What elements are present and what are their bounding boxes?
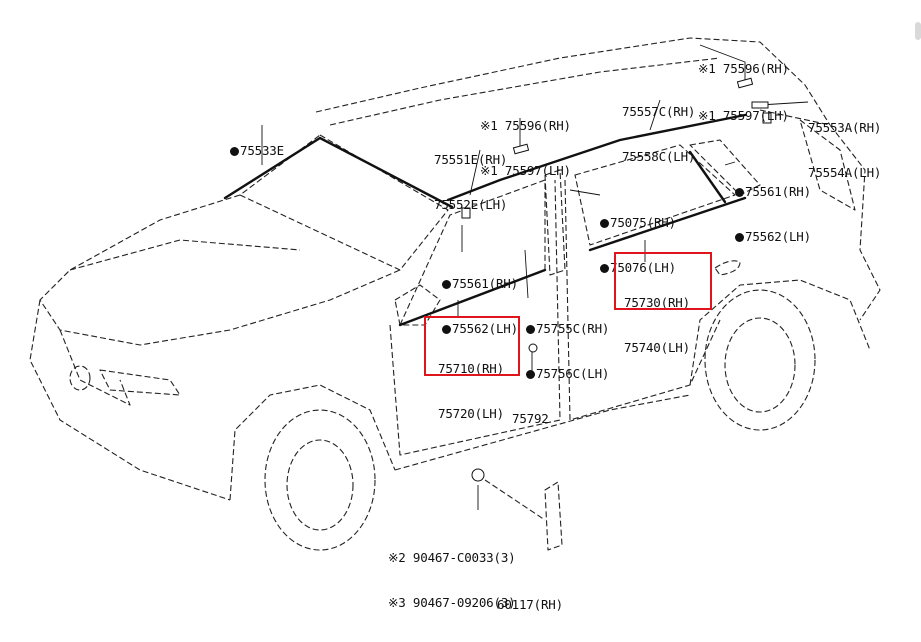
bullet-dot [230, 147, 239, 156]
belt-moulding-rear [588, 196, 747, 252]
roof-moulding-strip [446, 113, 747, 202]
grille [59, 329, 131, 406]
tail-lamp [799, 119, 856, 211]
hood [39, 194, 401, 346]
rear-hub [724, 317, 796, 413]
rear-wheel-arch [689, 279, 871, 386]
clip-75596-mid [512, 143, 530, 155]
clip-75596-top [736, 77, 754, 89]
clip-75553 [751, 101, 769, 109]
front-bumper [29, 299, 231, 501]
hood-crease [69, 239, 301, 271]
bullet-dot [600, 264, 609, 273]
clip-75792 [528, 343, 538, 353]
front-wheel-arch [229, 384, 396, 501]
callout-75596-75597-top: ※1 75596(RH) ※1 75597(LH) [698, 61, 789, 123]
callout-75533: 75533E [230, 113, 284, 188]
belt-moulding-front [398, 268, 547, 327]
callout-75710-75720: 75710(RH) 75720(LH) [438, 361, 504, 421]
windshield-moulding-strip [223, 136, 454, 209]
headlight [99, 369, 181, 396]
highlight-box-75710 [424, 316, 520, 376]
callout-75792: 75792 [512, 411, 549, 426]
door-handle [714, 260, 741, 276]
front-door [389, 179, 561, 456]
sill [394, 394, 691, 471]
screw-90467 [471, 468, 485, 482]
roof-outline [315, 37, 831, 126]
leader-75551 [469, 149, 481, 196]
leader-75075 [569, 189, 601, 196]
callout-75561-75562-front: 75561(RH) 75562(LH) [442, 246, 518, 366]
windshield [239, 134, 449, 271]
front-wheel [264, 409, 376, 551]
clip-75561-front [461, 207, 471, 219]
bullet-dot [600, 219, 609, 228]
callout-75551-75552: 75551E(RH) 75552E(LH) [434, 152, 508, 212]
car-line-drawing [29, 37, 881, 551]
callout-75557-75558: 75557C(RH) 75558C(LH) [622, 104, 696, 164]
bullet-dot [442, 280, 451, 289]
quarter-window [689, 139, 761, 196]
parts-diagram: ※1 75596(RH) ※1 75597(LH) 75557C(RH) 755… [29, 22, 921, 612]
highlight-box-75730 [614, 252, 712, 310]
leader-75596-top [699, 44, 746, 82]
rear-quarter [759, 109, 881, 321]
rear-belt-strip [688, 150, 727, 204]
bullet-dot [735, 233, 744, 242]
callout-75730-75740: 75730(RH) 75740(LH) [624, 295, 690, 355]
bullet-dot [526, 325, 535, 334]
clip-75561-rear [762, 112, 772, 124]
front-hub [286, 439, 354, 531]
bullet-dot [442, 325, 451, 334]
roof-inner [329, 57, 721, 126]
fog-lamp [69, 365, 91, 391]
rear-wheel [704, 289, 816, 431]
scrollbar-thumb[interactable] [915, 22, 921, 40]
fender-plate [544, 481, 563, 551]
leader-75755 [524, 249, 529, 299]
leader-75557 [649, 99, 661, 131]
plate-guide [484, 479, 546, 521]
bullet-dot [735, 188, 744, 197]
callout-75553-75554: 75553A(RH) 75554A(LH) [808, 120, 882, 180]
b-pillar [544, 169, 566, 276]
rear-door [564, 179, 721, 421]
callout-75596-75597-mid: ※1 75596(RH) ※1 75597(LH) [480, 118, 571, 178]
callout-75755-75756: 75755C(RH) 75756C(LH) [526, 291, 609, 411]
leader-75561-rear [724, 161, 736, 166]
callout-60117: 60117(RH) [497, 597, 563, 612]
bullet-dot [526, 370, 535, 379]
callout-75561-75562-rear: 75561(RH) 75562(LH) [735, 154, 811, 274]
callout-75075-75076: 75075(RH) 75076(LH) [600, 185, 676, 305]
